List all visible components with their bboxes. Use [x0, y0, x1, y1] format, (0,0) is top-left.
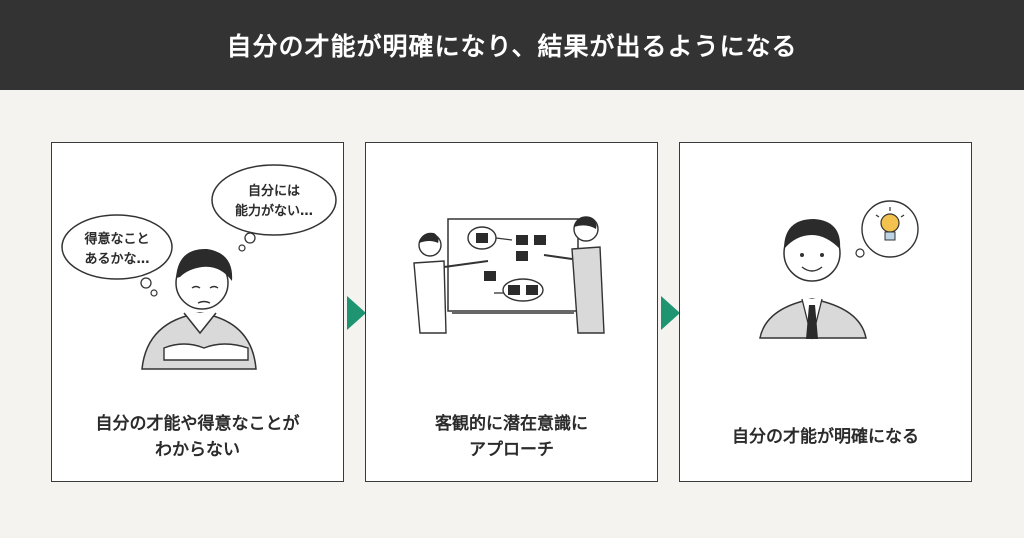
thought-bubble-left: 得意なこと あるかな… [61, 214, 173, 297]
step-1-caption: 自分の才能や得意なことが わからない [52, 411, 343, 463]
header-bar: 自分の才能が明確になり、結果が出るようになる [0, 0, 1024, 90]
thought-right-line-1: 自分には [248, 183, 300, 199]
confident-person-illustration [759, 200, 919, 340]
idea-bubble [855, 200, 919, 258]
step-card-1: 得意なこと あるかな… 自分には 能力がない… 自分の才能や得意なことが わから… [51, 142, 344, 482]
step-arrow-2 [661, 296, 680, 330]
whiteboard [447, 218, 579, 314]
thought-left-line-1: 得意なこと [83, 231, 149, 247]
step-card-3: 自分の才能が明確になる [679, 142, 972, 482]
person-left [413, 232, 489, 334]
smiling-person [759, 219, 867, 340]
step-1-caption-line-1: 自分の才能や得意なことが [95, 414, 300, 434]
step-3-caption: 自分の才能が明確になる [680, 424, 971, 450]
step-1-caption-line-2: わからない [155, 440, 240, 460]
step-3-caption-line-1: 自分の才能が明確になる [732, 427, 919, 447]
step-2-caption: 客観的に潜在意識に アプローチ [366, 411, 657, 463]
whiteboard-discussion-illustration [413, 216, 605, 334]
thought-bubble-right: 自分には 能力がない… [211, 164, 337, 252]
thought-right-line-2: 能力がない… [235, 203, 313, 219]
step-card-2: 客観的に潜在意識に アプローチ [365, 142, 658, 482]
worried-person [141, 248, 257, 370]
step-arrow-1 [347, 296, 366, 330]
step-2-caption-line-2: アプローチ [469, 440, 554, 460]
worried-person-illustration: 得意なこと あるかな… 自分には 能力がない… [61, 164, 337, 370]
step-2-caption-line-1: 客観的に潜在意識に [435, 414, 588, 434]
lightbulb-icon [875, 207, 905, 241]
person-right [543, 216, 605, 334]
thought-left-line-2: あるかな… [84, 252, 149, 267]
page-title: 自分の才能が明確になり、結果が出るようになる [226, 32, 798, 61]
